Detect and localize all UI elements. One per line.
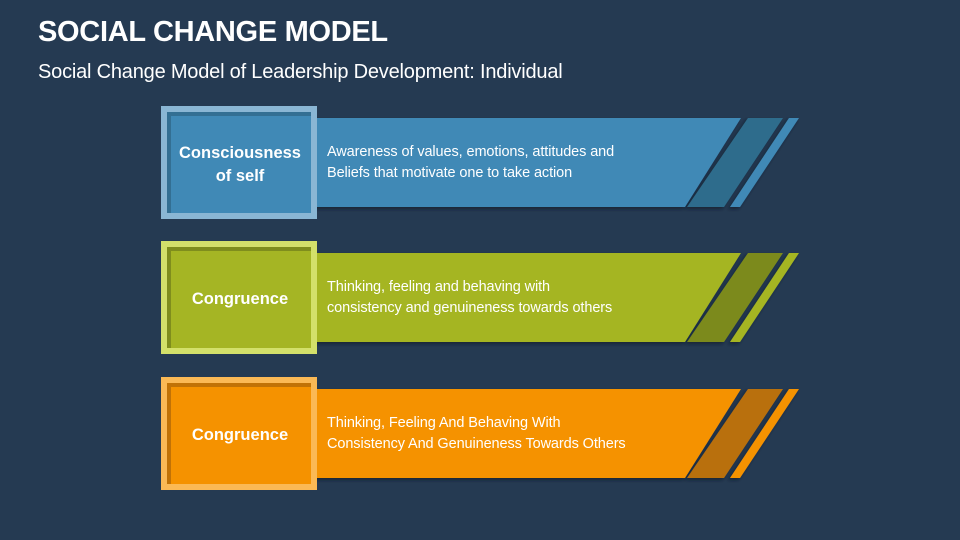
description: Thinking, feeling and behaving with cons… — [327, 253, 612, 342]
model-row-congruence-2: Congruence Thinking, Feeling And Behavin… — [0, 377, 960, 497]
description-line-2: Beliefs that motivate one to take action — [327, 164, 573, 181]
main-banner — [310, 389, 741, 478]
thin-stripe — [730, 118, 799, 207]
label-box: Congruence — [161, 241, 317, 354]
model-row-consciousness: Consciousness of self Awareness of value… — [0, 106, 960, 226]
label-text: Congruence — [167, 383, 311, 484]
banner-shape — [310, 253, 799, 342]
description-line-1: Thinking, feeling and behaving with — [327, 278, 551, 295]
label-text: Consciousness of self — [167, 112, 311, 213]
description: Awareness of values, emotions, attitudes… — [327, 118, 614, 207]
thin-stripe — [730, 389, 799, 478]
label-text: Congruence — [167, 247, 311, 348]
description-line-1: Thinking, Feeling And Behaving With — [327, 414, 561, 431]
dark-stripe — [687, 253, 783, 342]
banner-shape — [310, 118, 799, 207]
dark-stripe — [687, 118, 783, 207]
dark-stripe — [687, 389, 783, 478]
description-line-2: consistency and genuineness towards othe… — [327, 299, 613, 316]
banner-shape — [310, 389, 799, 478]
model-row-congruence: Congruence Thinking, feeling and behavin… — [0, 241, 960, 361]
label-box: Congruence — [161, 377, 317, 490]
description-line-2: Consistency And Genuineness Towards Othe… — [327, 435, 626, 452]
main-banner — [310, 118, 741, 207]
slide-title: SOCIAL CHANGE MODEL — [38, 16, 388, 48]
description: Thinking, Feeling And Behaving With Cons… — [327, 389, 626, 478]
label-box: Consciousness of self — [161, 106, 317, 219]
thin-stripe — [730, 253, 799, 342]
description-line-1: Awareness of values, emotions, attitudes… — [327, 143, 615, 160]
slide-subtitle: Social Change Model of Leadership Develo… — [38, 61, 563, 83]
main-banner — [310, 253, 741, 342]
